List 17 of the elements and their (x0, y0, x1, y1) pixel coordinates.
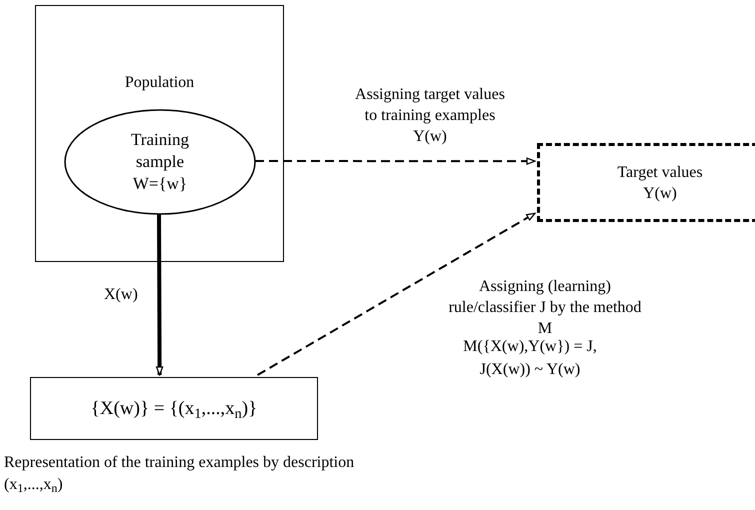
ellipse-node (64, 109, 256, 215)
arrow (156, 214, 164, 376)
arrow (257, 212, 536, 376)
edge-label: X(w) (104, 285, 139, 305)
edge-label: Assigning target values to training examples Y(w) (354, 85, 506, 147)
node-text: {X(w)} = {(x$_{1}$,...,x$_{n}$)} (90, 398, 258, 419)
group-box (35, 5, 284, 262)
arrow (255, 158, 536, 165)
formula-text: M({X(w),Y(w}) = J, (462, 337, 598, 357)
process-box (537, 143, 755, 222)
node-text: Population (124, 73, 196, 93)
formula-text: J(X(w)) ~ Y(w) (478, 360, 582, 380)
node-caption: Representation of the training examples by description (x$_{1}$,...,x$_{n}$) (4, 453, 356, 496)
edge-label: Assigning (learning) rule/classifier J by the method M (448, 277, 642, 339)
node-text: Target values Y(w) (616, 162, 704, 204)
process-box (30, 377, 318, 440)
node-text: Training sample W={w} (130, 129, 190, 195)
